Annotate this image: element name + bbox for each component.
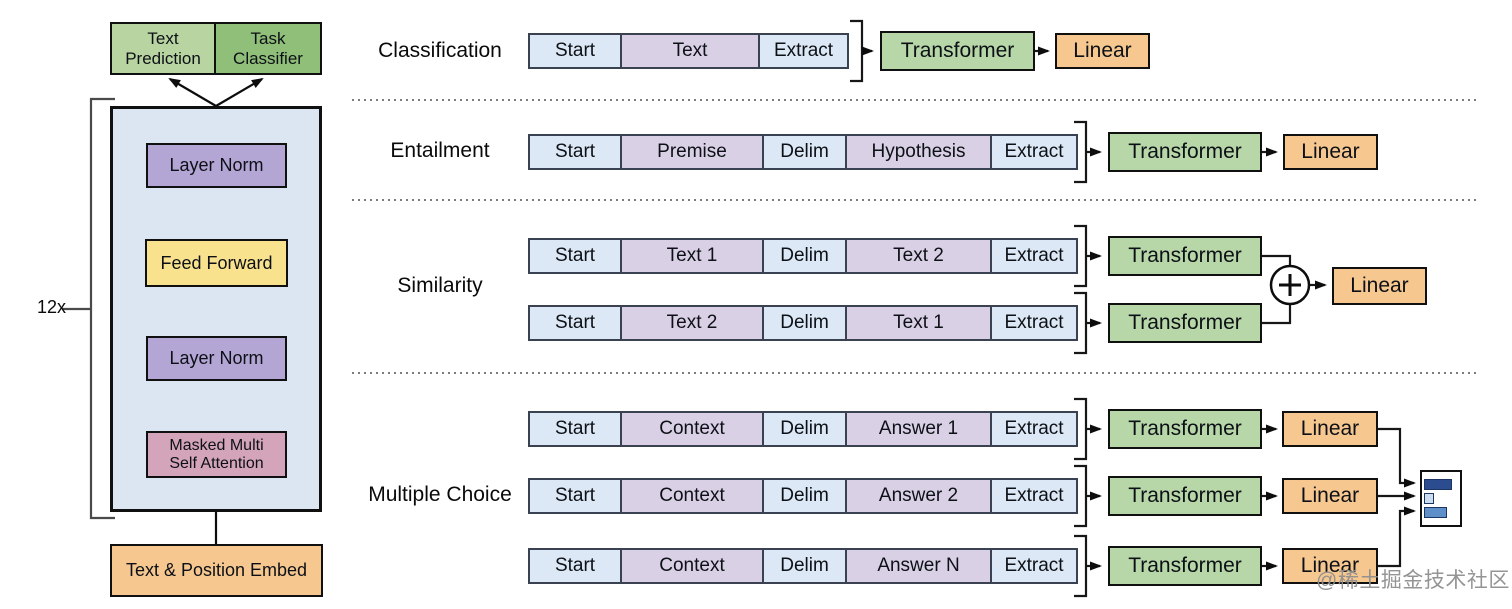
linear-box: Linear	[1283, 134, 1378, 170]
cell-text2: Text 2	[845, 238, 992, 274]
output-distribution-chart	[1420, 470, 1462, 527]
transformer-box: Transformer	[1108, 132, 1262, 172]
linear-box: Linear	[1282, 548, 1378, 584]
similarity-add-icon	[1269, 264, 1311, 306]
classification-connectors	[850, 19, 1050, 83]
layer-norm-top-box: Layer Norm	[146, 143, 287, 188]
masked-attention-line1: Masked Multi	[169, 436, 264, 454]
masked-attention-box: Masked Multi Self Attention	[146, 431, 287, 478]
task-label-entailment: Entailment	[390, 139, 490, 162]
cell-start: Start	[528, 411, 622, 447]
masked-attention-line2: Self Attention	[169, 454, 264, 472]
linear-box: Linear	[1282, 478, 1378, 514]
cell-text2: Text 2	[620, 305, 764, 341]
cell-delim: Delim	[762, 305, 847, 341]
transformer-box: Transformer	[1108, 546, 1262, 586]
task-classifier-box: Task Classifier	[214, 22, 322, 75]
output-distribution-bar	[1424, 479, 1452, 490]
cell-context: Context	[620, 411, 764, 447]
task-label-similarity: Similarity	[397, 274, 483, 297]
cell-start: Start	[528, 238, 622, 274]
cell-answer2: Answer 2	[845, 478, 992, 514]
entailment-connectors	[1074, 120, 1278, 184]
cell-start: Start	[528, 478, 622, 514]
cell-extract: Extract	[990, 134, 1078, 170]
transformer-box: Transformer	[880, 31, 1035, 71]
cell-extract: Extract	[990, 305, 1078, 341]
text-position-embed-box: Text & Position Embed	[110, 544, 323, 597]
cell-text: Text	[620, 33, 760, 69]
feed-forward-box: Feed Forward	[145, 239, 288, 287]
dotted-separators	[352, 99, 1480, 374]
task-label-multiple-choice: Multiple Choice	[368, 483, 512, 506]
cell-context: Context	[620, 548, 764, 584]
transformer-box: Transformer	[1108, 409, 1262, 449]
text-prediction-box: Text Prediction	[110, 22, 216, 75]
repeat-bracket	[62, 97, 115, 520]
output-distribution-bar	[1424, 493, 1434, 504]
cell-answerN: Answer N	[845, 548, 992, 584]
text-prediction-line2: Prediction	[125, 48, 201, 68]
cell-start: Start	[528, 305, 622, 341]
cell-extract: Extract	[758, 33, 849, 69]
cell-text1: Text 1	[620, 238, 764, 274]
cell-answer1: Answer 1	[845, 411, 992, 447]
cell-hypothesis: Hypothesis	[845, 134, 992, 170]
transformer-box: Transformer	[1108, 236, 1262, 276]
cell-start: Start	[528, 548, 622, 584]
cell-context: Context	[620, 478, 764, 514]
cell-start: Start	[528, 134, 622, 170]
cell-extract: Extract	[990, 238, 1078, 274]
task-label-classification: Classification	[378, 39, 502, 62]
cell-start: Start	[528, 33, 622, 69]
multiple-choice-connectors	[1074, 397, 1416, 598]
cell-delim: Delim	[762, 411, 847, 447]
cell-extract: Extract	[990, 411, 1078, 447]
similarity-connectors	[1074, 224, 1327, 355]
cell-extract: Extract	[990, 548, 1078, 584]
layer-norm-bottom-box: Layer Norm	[146, 336, 287, 381]
linear-box: Linear	[1332, 267, 1427, 305]
cell-premise: Premise	[620, 134, 764, 170]
output-distribution-bar	[1424, 507, 1447, 518]
task-classifier-line2: Classifier	[233, 48, 303, 68]
cell-delim: Delim	[762, 478, 847, 514]
cell-delim: Delim	[762, 238, 847, 274]
cell-delim: Delim	[762, 134, 847, 170]
repeat-count-label: 12x	[36, 297, 66, 317]
text-prediction-line1: Text	[147, 29, 179, 49]
cell-text1: Text 1	[845, 305, 992, 341]
transformer-box: Transformer	[1108, 303, 1262, 343]
cell-extract: Extract	[990, 478, 1078, 514]
task-classifier-line1: Task	[250, 29, 286, 49]
linear-box: Linear	[1282, 411, 1378, 447]
transformer-box: Transformer	[1108, 476, 1262, 516]
watermark-text: @稀土掘金技术社区	[1316, 569, 1510, 592]
cell-delim: Delim	[762, 548, 847, 584]
linear-box: Linear	[1055, 33, 1150, 69]
